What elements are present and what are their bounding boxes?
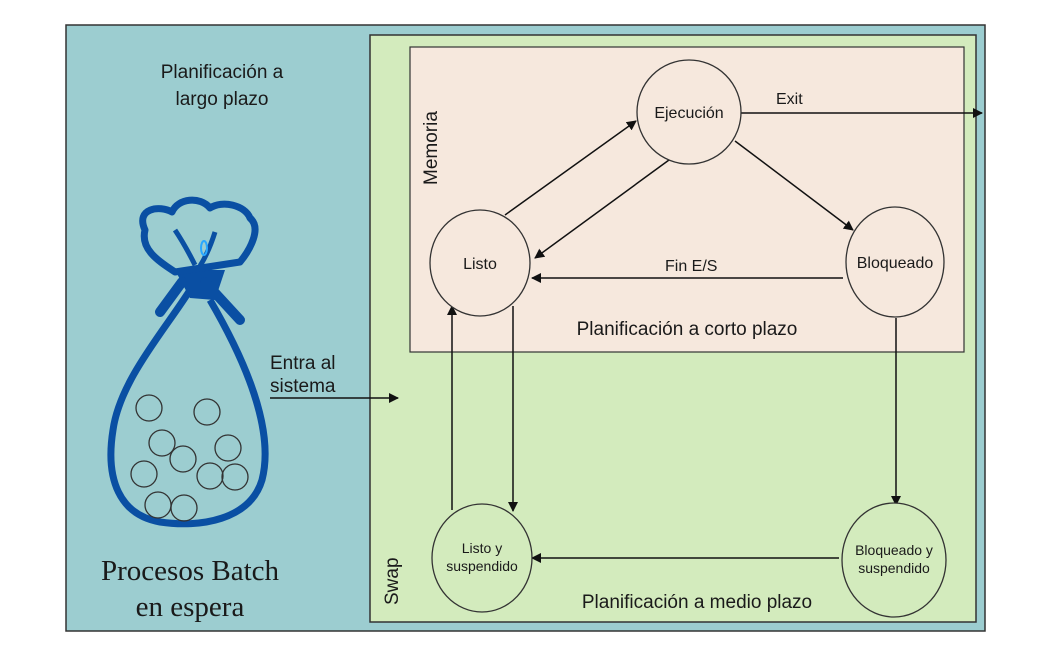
state-ejecucion: Ejecución <box>636 59 742 165</box>
long-term-label-line2: largo plazo <box>176 89 269 110</box>
fin-es-label: Fin E/S <box>665 258 717 275</box>
arrow-ejecucion-to-bloqueado <box>734 140 854 231</box>
state-bloqueado-label: Bloqueado <box>857 255 934 272</box>
state-listo: Listo <box>429 209 531 317</box>
long-term-label-line1: Planificación a <box>161 62 284 83</box>
state-bloqueado: Bloqueado <box>845 206 945 318</box>
state-bloq-susp-line2: suspendido <box>858 560 930 576</box>
process-bag-icon <box>107 196 269 528</box>
state-bloq-susp-line1: Bloqueado y <box>855 542 933 558</box>
swap-label: Swap <box>382 557 403 605</box>
state-bloqueado-suspendido: Bloqueado y suspendido <box>841 502 947 618</box>
enter-label-line1: Entra al <box>270 353 335 374</box>
medium-term-label: Planificación a medio plazo <box>582 592 812 613</box>
short-term-label: Planificación a corto plazo <box>577 319 798 340</box>
arrow-listo-to-ejecucion <box>504 120 637 216</box>
state-listo-label: Listo <box>463 256 497 273</box>
exit-label: Exit <box>776 91 803 108</box>
state-listo-suspendido: Listo y suspendido <box>431 503 533 613</box>
enter-label-line2: sistema <box>270 376 336 397</box>
batch-label-line2: en espera <box>136 591 245 623</box>
state-ejecucion-label: Ejecución <box>654 105 723 122</box>
state-listo-susp-line1: Listo y <box>462 540 502 556</box>
memory-label: Memoria <box>421 111 442 185</box>
batch-label-line1: Procesos Batch <box>101 555 279 587</box>
state-listo-susp-line2: suspendido <box>446 558 518 574</box>
arrow-ejecucion-to-listo <box>534 159 670 259</box>
